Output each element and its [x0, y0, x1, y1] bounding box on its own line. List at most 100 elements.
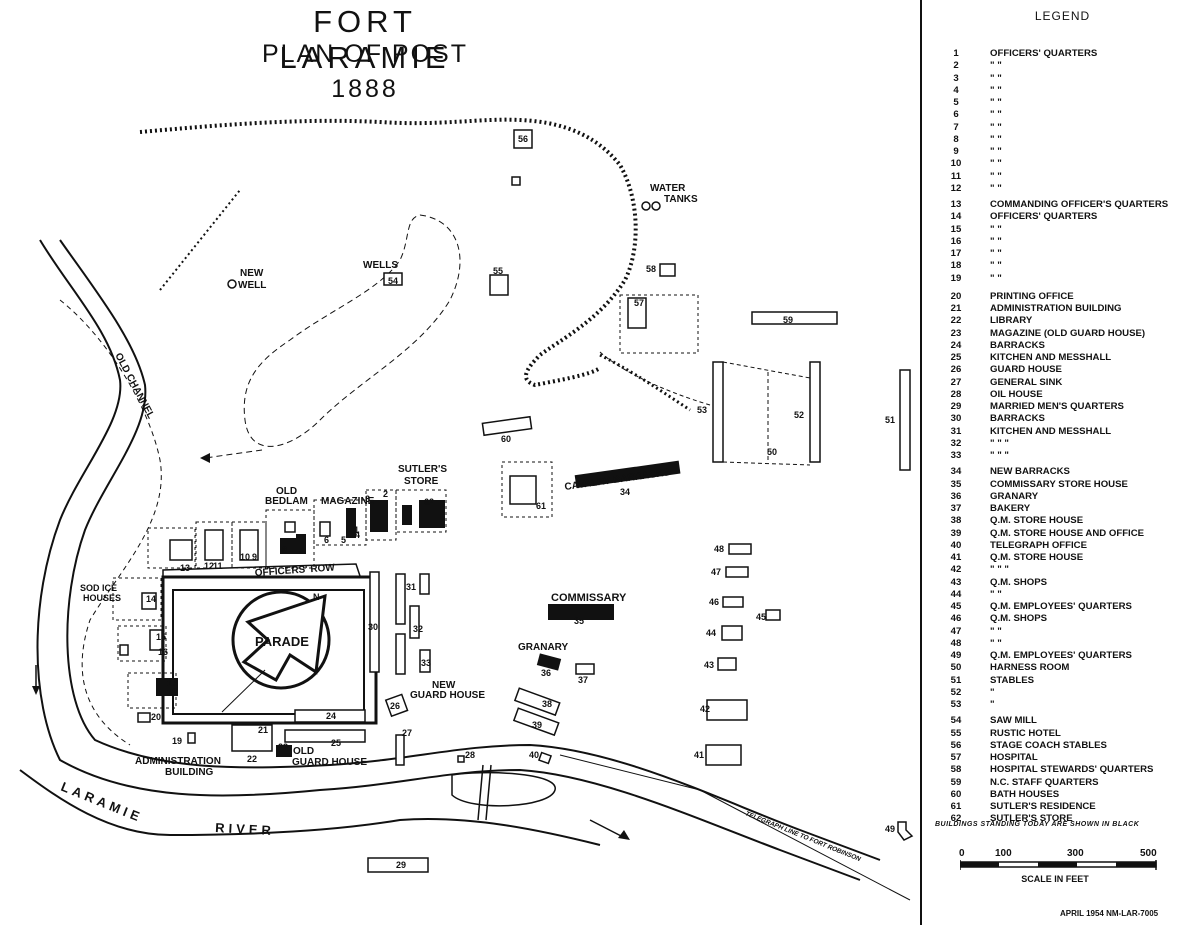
scale-tick-label: 300: [1067, 848, 1084, 859]
legend-entry-label: Q.M. EMPLOYEES' QUARTERS: [990, 650, 1132, 661]
building-number: 51: [885, 415, 895, 425]
legend-entry-label: " ": [990, 97, 1002, 108]
label-sutlers-store-1: SUTLER'S: [398, 464, 447, 475]
legend-entry-label: " ": [990, 272, 1002, 284]
building-number: 54: [388, 276, 398, 286]
bluff-ridge-2: [599, 353, 691, 412]
legend-entry-number: 38: [950, 515, 962, 527]
label-new-guard-2: GUARD HOUSE: [410, 690, 485, 701]
legend-entry-number: 23: [950, 327, 962, 339]
legend-entry-number: 47: [950, 625, 962, 637]
building-number: 33: [421, 658, 431, 668]
site-plan-map: NEW WELL WELLS WATER TANKS OLD CHANNEL O…: [19, 117, 914, 901]
scale-tick-label: 0: [959, 848, 965, 859]
label-north: N: [313, 592, 320, 602]
legend-entry: 44 " ": [925, 589, 1195, 601]
legend-entry-label: OFFICERS' QUARTERS: [990, 211, 1098, 223]
legend-entry-label: SUTLER'S STORE: [990, 813, 1073, 825]
hill-contour: [243, 214, 461, 447]
new-well-symbol: [227, 279, 237, 289]
legend-entry-label: OFFICERS' QUARTERS: [990, 48, 1098, 59]
map-subtitle: PLAN OF POST: [262, 40, 468, 68]
building-number: 16: [158, 647, 168, 657]
river-flow-head: [618, 830, 630, 840]
label-water-tanks-1: WATER: [650, 183, 686, 194]
hospital-track: [599, 351, 711, 406]
legend-entry-number: 57: [950, 752, 962, 763]
parade-inner: [172, 589, 365, 715]
legend-entry-number: 60: [950, 788, 962, 800]
legend-entry: 15" ": [925, 224, 1195, 236]
legend-entry: 18" ": [925, 260, 1195, 272]
legend-entry: 19" ": [925, 273, 1195, 285]
building-number: 43: [704, 660, 714, 670]
legend-entry-number: 41: [950, 552, 962, 563]
legend-entry-number: 26: [950, 364, 962, 376]
legend-entry-label: KITCHEN AND MESSHALL: [990, 425, 1112, 437]
legend-entry-label: " ": [990, 625, 1002, 637]
building-number: 30: [368, 622, 378, 632]
legend-entry: 7" ": [925, 122, 1195, 134]
building-number: 49: [885, 824, 895, 834]
legend-entry-label: TELEGRAPH OFFICE: [990, 539, 1088, 551]
label-old-guard-1: OLD: [293, 746, 314, 757]
building-number: 42: [700, 704, 710, 714]
legend-entry-number: 43: [950, 576, 962, 588]
label-old-channel: OLD CHANNEL: [112, 351, 156, 420]
building-number: 26: [390, 701, 400, 711]
label-parade: PARADE: [255, 634, 309, 649]
legend-entry-label: BARRACKS: [990, 413, 1045, 425]
building-number: 9: [252, 552, 257, 562]
label-admin-2: BUILDING: [165, 767, 214, 778]
legend-entry-label: " ": [990, 84, 1002, 96]
legend-entry-number: 34: [950, 466, 962, 478]
legend-entry-label: ": [990, 686, 995, 698]
legend-entry-number: 18: [950, 260, 962, 272]
legend-entry-number: 62: [950, 813, 962, 825]
label-telegraph: TELEGRAPH LINE TO FORT ROBINSON: [744, 810, 862, 863]
legend-entry-number: 40: [950, 539, 962, 551]
map-area: FORT LARAMIE PLAN OF POST 1888: [19, 4, 914, 901]
legend-entry: 62 SUTLER'S STORE: [925, 813, 1195, 825]
legend-entry-number: 13: [950, 199, 962, 210]
building-number: 37: [578, 675, 588, 685]
building-number: 15: [156, 632, 166, 642]
label-magazine: MAGAZINE: [321, 496, 375, 507]
legend-entry-number: 46: [950, 613, 962, 625]
telegraph-line: [559, 754, 911, 901]
building-number: 31: [406, 582, 416, 592]
legend-entry-number: 52: [950, 686, 962, 698]
legend-entry-number: 33: [950, 450, 962, 461]
legend-entry-label: " ": [990, 72, 1002, 84]
legend-entry-number: 45: [950, 601, 962, 612]
building-number: 8: [282, 545, 287, 555]
legend-entry-number: 6: [953, 109, 959, 121]
building-number: 13: [180, 563, 190, 573]
legend-entry: 33" " ": [925, 450, 1195, 462]
legend-entry-number: 44: [950, 588, 962, 600]
legend-entry-number: 22: [950, 315, 962, 327]
label-new-well-1: NEW: [240, 268, 264, 279]
legend-entry-number: 11: [950, 170, 962, 182]
legend-entry-number: 28: [950, 388, 962, 400]
label-granary: GRANARY: [518, 642, 569, 653]
legend-entry: 47 " ": [925, 626, 1195, 638]
building-number: 38: [542, 699, 552, 709]
building-number: 52: [794, 410, 804, 420]
hill-arrow-head: [200, 453, 210, 463]
officers-row-outline: [162, 563, 361, 577]
legend-entry-label: " ": [990, 588, 1002, 600]
outlined-buildings: [119, 129, 911, 873]
label-old-guard-2: GUARD HOUSE: [292, 757, 367, 768]
building-number: 32: [413, 624, 423, 634]
legend-entry-number: 9: [953, 146, 959, 157]
legend-entry-number: 17: [950, 248, 962, 259]
